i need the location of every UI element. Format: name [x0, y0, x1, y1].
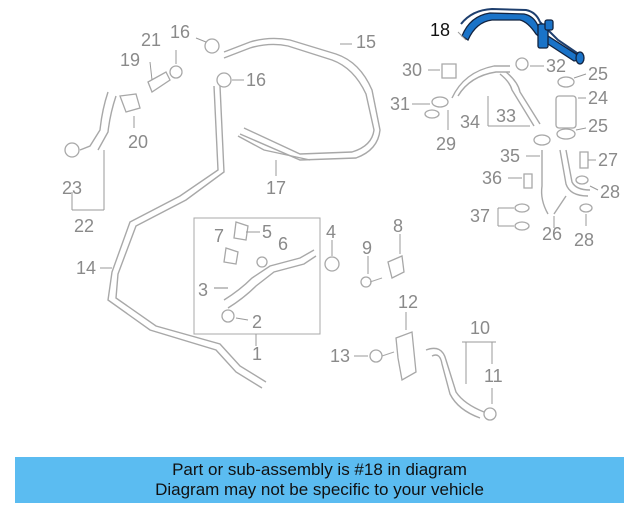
label-16-top: 16 — [170, 22, 190, 42]
label-8: 8 — [393, 216, 403, 236]
part-8-bracket — [387, 234, 405, 279]
label-22: 22 — [74, 216, 94, 236]
part-33-34-pipe — [487, 71, 541, 127]
label-15: 15 — [356, 32, 376, 52]
label-29: 29 — [436, 134, 456, 154]
label-23: 23 — [62, 178, 82, 198]
part-13-bolt — [354, 349, 395, 363]
part-9-bolt — [360, 256, 383, 288]
label-20: 20 — [128, 132, 148, 152]
part-4-clamp — [324, 240, 340, 272]
label-37: 37 — [470, 206, 490, 226]
label-13: 13 — [330, 346, 350, 366]
part-24-25-filter — [555, 73, 587, 140]
part-16-clamps — [195, 37, 244, 88]
label-17: 17 — [266, 178, 286, 198]
label-24: 24 — [588, 88, 608, 108]
label-27: 27 — [598, 150, 618, 170]
part-14-long-pipe — [100, 85, 267, 389]
part-29-hose — [447, 65, 510, 130]
label-25-top: 25 — [588, 64, 608, 84]
label-18: 18 — [430, 20, 450, 40]
label-1: 1 — [252, 344, 262, 364]
part-26-pipe — [553, 149, 591, 228]
label-4: 4 — [326, 222, 336, 242]
part-22-23-adapter — [64, 91, 117, 211]
label-28-top: 28 — [600, 182, 620, 202]
part-32-clamp — [515, 57, 544, 71]
label-19: 19 — [120, 50, 140, 70]
label-7: 7 — [214, 226, 224, 246]
part-12-bracket — [395, 312, 417, 382]
part-17-hose — [237, 135, 311, 176]
parts-diagram: 18 19 21 20 16 16 23 22 15 17 — [62, 7, 620, 421]
part-1-assembly-box — [193, 217, 321, 346]
label-14: 14 — [76, 258, 96, 278]
label-28-bottom: 28 — [574, 230, 594, 250]
info-banner: Part or sub-assembly is #18 in diagram D… — [15, 457, 624, 503]
part-10-11-hose — [425, 341, 497, 421]
label-6: 6 — [278, 234, 288, 254]
label-30: 30 — [402, 60, 422, 80]
label-35: 35 — [500, 146, 520, 166]
banner-line-2: Diagram may not be specific to your vehi… — [155, 480, 484, 499]
part-35-36-37-fittings — [497, 134, 551, 231]
part-30-31-fittings — [412, 63, 457, 119]
label-33: 33 — [496, 106, 516, 126]
part-18-coolant-pipe[interactable] — [457, 7, 585, 65]
label-10: 10 — [470, 318, 490, 338]
label-16-mid: 16 — [246, 70, 266, 90]
label-12: 12 — [398, 292, 418, 312]
label-25-bottom: 25 — [588, 116, 608, 136]
label-2: 2 — [252, 312, 262, 332]
label-26: 26 — [542, 224, 562, 244]
label-34: 34 — [460, 112, 480, 132]
banner-line-1: Part or sub-assembly is #18 in diagram — [172, 460, 467, 479]
label-11: 11 — [484, 366, 503, 386]
part-15-long-pipe — [223, 37, 381, 161]
label-3: 3 — [198, 280, 208, 300]
label-9: 9 — [362, 238, 372, 258]
label-31: 31 — [390, 94, 410, 114]
label-36: 36 — [482, 168, 502, 188]
label-32: 32 — [546, 56, 566, 76]
part-19-21-fittings — [119, 50, 183, 128]
label-5: 5 — [262, 222, 272, 242]
part-27-28-bolts — [575, 151, 599, 226]
label-21: 21 — [141, 30, 161, 50]
